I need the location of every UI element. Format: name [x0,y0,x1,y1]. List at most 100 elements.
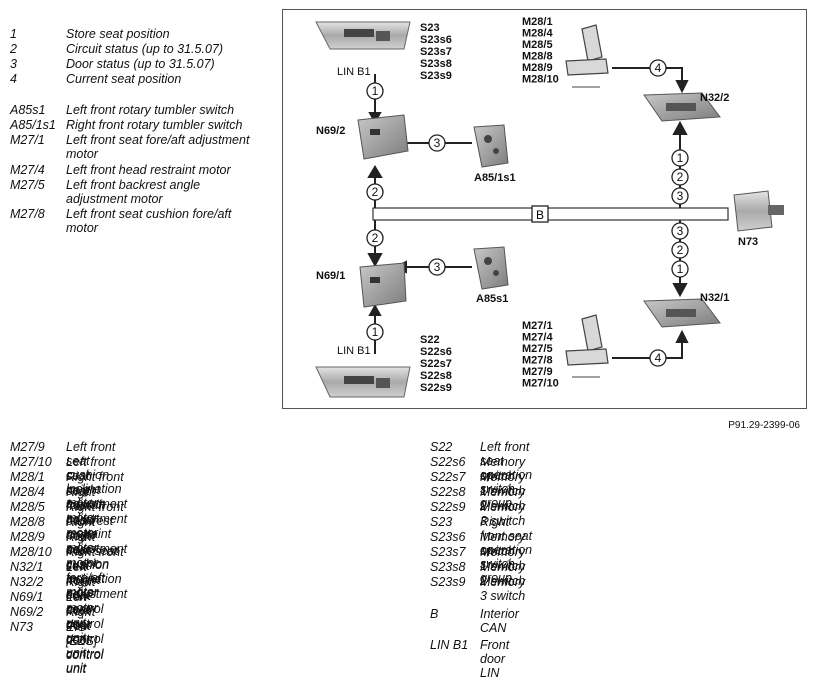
legend-code: M27/5 [10,178,45,192]
reference-code: P91.29-2399-06 [728,420,800,431]
badge-label: 4 [655,351,662,365]
legend-desc: Front door LIN [480,638,510,680]
legend-code: M28/1 [10,470,45,484]
seat-memory-diagram: B 1 2 2 1 3 3 1 2 3 3 2 1 4 [282,9,807,409]
legend-code: M27/4 [10,163,45,177]
legend-desc: Left front seat operation switch group [480,440,533,510]
legend-desc: Memory switch [480,455,526,483]
label-n69-2: N69/2 [316,125,345,137]
legend-code: S23s7 [430,545,466,559]
legend-code: M28/5 [10,500,45,514]
label-lin-b1-bottom: LIN B1 [337,345,371,357]
badge-label: 2 [677,243,684,257]
badge-1: 1 [366,323,384,341]
legend-code: M28/8 [10,515,45,529]
badge-1: 1 [366,82,384,100]
legend-desc: Memory switch [480,530,526,558]
n69-2-door-control-unit-image [357,114,409,160]
badge-1: 1 [671,149,689,167]
badge-3: 3 [671,222,689,240]
legend-desc: Circuit status (up to 31.5.07) [66,42,224,56]
legend-desc: Right front seat cushion fore/aft motor [66,515,110,599]
legend-desc: Right front seat height adjustment motor [66,545,128,615]
badge-2: 2 [366,183,384,201]
left-seat-image [565,314,609,378]
legend-code: 3 [10,57,17,71]
badge-3: 3 [428,258,446,276]
legend-desc: Memory 3 switch [480,500,526,528]
badge-label: 4 [655,61,662,75]
badge-label: 1 [372,325,379,339]
badge-label: 2 [677,170,684,184]
legend-code: M27/1 [10,133,45,147]
legend-code: N73 [10,620,33,634]
bus-label-box [531,205,549,223]
legend-desc: Right front backrest angle adjustment mo… [66,500,128,570]
legend-desc: Memory 2 switch [480,560,526,588]
legend-code: A85s1 [10,103,46,117]
badge-4: 4 [649,349,667,367]
legend-desc: Left front seat cushion fore/aft motor [66,207,232,235]
legend-desc: Store seat position [66,27,170,41]
legend-desc: Current seat position [66,72,182,86]
legend-bottom-right: S22 Left front seat operation switch grou… [430,440,810,680]
legend-code: N69/1 [10,590,44,604]
legend-code: N32/2 [10,575,44,589]
legend-desc: Right front seat control unit [66,575,104,645]
legend-code: M27/9 [10,440,45,454]
a85s1-rotary-switch-image [473,246,509,290]
label-n32-2: N32/2 [700,92,729,104]
legend-desc: Left front head restraint motor [66,163,231,177]
legend-desc: Right front rotary tumbler switch [66,118,243,132]
badge-label: 3 [434,136,441,150]
legend-code: S22s6 [430,455,466,469]
badge-label: 1 [372,84,379,98]
legend-desc: Right front seat fore/aft adjustment mot… [66,470,128,540]
legend-desc: Memory 1 switch [480,545,526,573]
badge-3: 3 [671,187,689,205]
label-a85-1s1: A85/1s1 [474,172,516,184]
label-lin-b1-top: LIN B1 [337,66,371,78]
badge-label: 2 [372,185,379,199]
left-seat-switch-group-image [315,366,411,398]
legend-code: S22 [430,440,453,454]
legend-desc: EIS [EZS] control unit [66,620,104,676]
legend-code: M28/10 [10,545,52,559]
legend-code: S23s9 [430,575,466,589]
legend-code: M27/8 [10,207,45,221]
legend-code: S23s6 [430,530,466,544]
legend-desc: Right front seat operation switch group [480,515,533,585]
legend-code: M28/4 [10,485,45,499]
badge-2: 2 [366,229,384,247]
badge-label: 3 [434,260,441,274]
badge-2: 2 [671,168,689,186]
legend-desc: Memory 2 switch [480,485,526,513]
label-n73: N73 [738,236,758,248]
badge-label: 3 [677,224,684,238]
legend-code: S23s8 [430,560,466,574]
right-seat-switch-group-image [315,21,411,50]
legend-desc: Right front seat cushion inclination mot… [66,530,122,600]
bus-label-b: B [536,208,544,222]
label-n69-1: N69/1 [316,270,345,282]
legend-code: 1 [10,27,17,41]
label-n32-1: N32/1 [700,292,729,304]
legend-desc: Left front rotary tumbler switch [66,103,235,117]
badge-label: 3 [677,189,684,203]
badge-label: 1 [677,262,684,276]
legend-code: S23 [430,515,453,529]
legend-desc: Left front seat fore/aft adjustment moto… [66,133,250,161]
n73-eis-control-unit-image [733,190,784,232]
legend-code: N32/1 [10,560,44,574]
right-seat-image [565,24,609,88]
badge-label: 2 [372,231,379,245]
badge-2: 2 [671,241,689,259]
legend-desc: Left front seat height adjustment motor [66,455,128,525]
badge-label: 1 [677,151,684,165]
n32-2-seat-control-unit-image [643,92,721,122]
legend-code: 2 [10,42,17,56]
badge-3: 3 [428,134,446,152]
a85-1s1-rotary-switch-image [473,124,509,168]
